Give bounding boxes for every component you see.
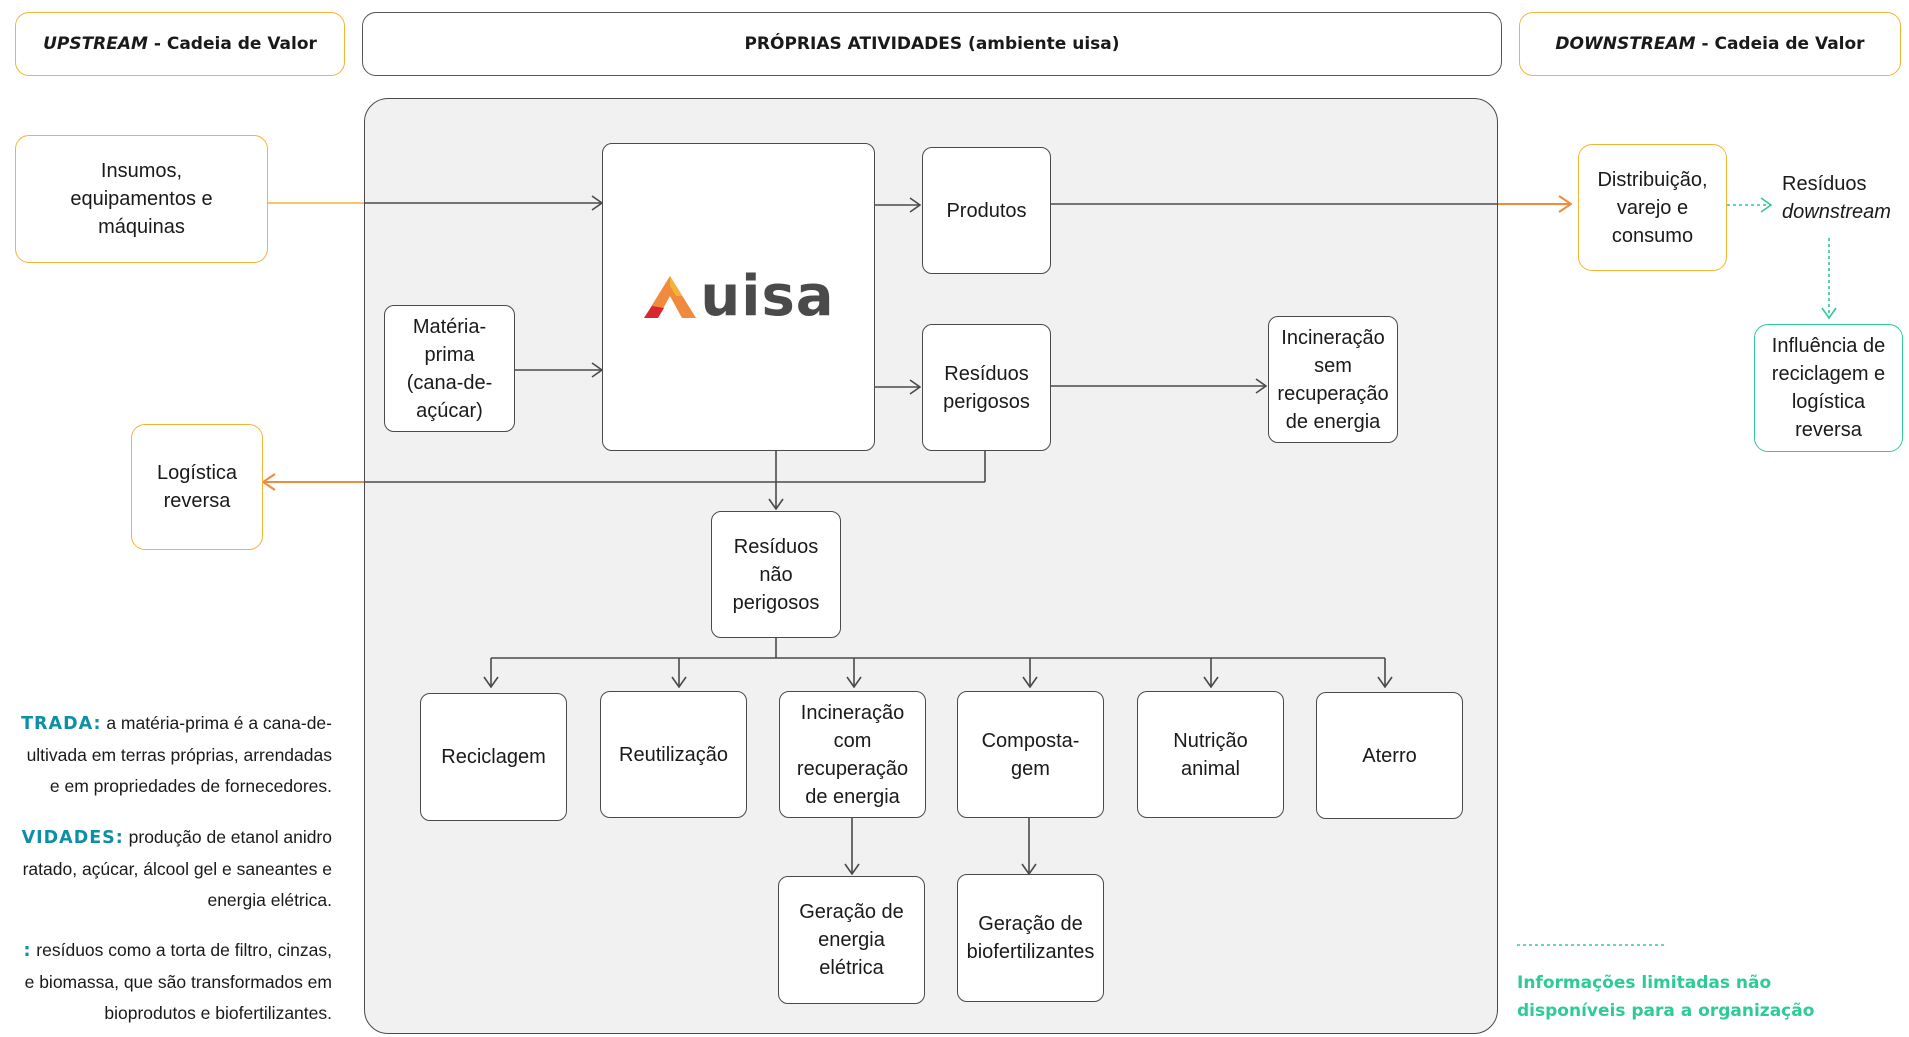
residuos-nao-perigosos-box: Resíduos não perigosos (711, 511, 841, 638)
downstream-header-rest: - Cadeia de Valor (1695, 34, 1865, 54)
nutricao-label: Nutrição animal (1173, 729, 1248, 780)
legend-text: Informações limitadas não disponíveis pa… (1517, 969, 1907, 1025)
logistica-reversa-box: Logística reversa (131, 424, 263, 550)
uisa-logo: uisa (642, 264, 835, 329)
legend-line1: Informações limitadas não (1517, 973, 1772, 993)
downstream-header-em: DOWNSTREAM (1555, 34, 1696, 54)
residuos-downstream-line1: Resíduos (1782, 173, 1867, 195)
residuos-perigosos-box: Resíduos perigosos (922, 324, 1051, 451)
note-entrada-line2: ultivada em terras próprias, arrendadas (26, 745, 332, 765)
nutricao-animal-box: Nutrição animal (1137, 691, 1284, 818)
legend-line2: disponíveis para a organização (1517, 1001, 1815, 1021)
upstream-header-rest: - Cadeia de Valor (147, 34, 317, 54)
uisa-logo-box: uisa (602, 143, 875, 451)
reciclagem-box: Reciclagem (420, 693, 567, 821)
compostagem-label: Composta-gem (981, 729, 1080, 780)
logistica-label: Logística reversa (156, 462, 238, 512)
note-entrada-label: TRADA: (21, 714, 102, 734)
note-saida-text: resíduos como a torta de filtro, cinzas, (31, 940, 332, 960)
produtos-label: Produtos (946, 199, 1027, 222)
upstream-header-em: UPSTREAM (43, 34, 148, 54)
uisa-logo-text: uisa (700, 264, 835, 329)
geracao-energia-label: Geração de energia elétrica (799, 901, 904, 979)
incineracao-sem-label: Incineração sem recuperação de energia (1277, 326, 1389, 433)
residuos-downstream-text: Resíduos downstream (1782, 170, 1891, 226)
own-header-end: ) (1111, 34, 1120, 54)
note-atividades-label: VIDADES: (21, 828, 124, 848)
produtos-box: Produtos (922, 147, 1051, 274)
downstream-header: DOWNSTREAM - Cadeia de Valor (1519, 12, 1901, 76)
upstream-header: UPSTREAM - Cadeia de Valor (15, 12, 345, 76)
reutilizacao-label: Reutilização (619, 743, 728, 766)
residuos-downstream-line2: downstream (1782, 201, 1891, 223)
note-saida-line3: bioprodutos e biofertilizantes. (104, 1003, 332, 1023)
own-activities-header: PRÓPRIAS ATIVIDADES (ambiente uisa ) (362, 12, 1502, 76)
incineracao-com-label: Incineração com recuperação de energia (796, 701, 909, 808)
residuos-nao-perigosos-label: Resíduos não perigosos (732, 535, 820, 614)
residuos-perigosos-label: Resíduos perigosos (943, 362, 1030, 413)
note-entrada-line3: e em propriedades de fornecedores. (49, 776, 332, 796)
aterro-label: Aterro (1362, 744, 1417, 767)
distribuicao-box: Distribuição, varejo e consumo (1578, 144, 1727, 271)
reutilizacao-box: Reutilização (600, 691, 747, 818)
note-entrada-text: a matéria-prima é a cana-de- (101, 713, 332, 733)
aterro-box: Aterro (1316, 692, 1463, 819)
note-saida-label: : (23, 941, 32, 961)
geracao-bio-label: Geração de biofertilizantes (966, 913, 1095, 963)
influencia-box: Influência de reciclagem e logística rev… (1754, 324, 1903, 452)
note-atividades-text: produção de etanol anidro (123, 827, 332, 847)
influencia-label: Influência de reciclagem e logística rev… (1771, 335, 1886, 441)
note-atividades-line3: energia elétrica. (207, 890, 332, 910)
materia-prima-box: Matéria-prima (cana-de-açúcar) (384, 305, 515, 432)
note-saida-line2: e biomassa, que são transformados em (24, 972, 332, 992)
compostagem-box: Composta-gem (957, 691, 1104, 818)
note-atividades: VIDADES: produção de etanol anidro ratad… (0, 822, 332, 916)
note-atividades-line2: ratado, açúcar, álcool gel e saneantes e (22, 859, 332, 879)
note-entrada: TRADA: a matéria-prima é a cana-de- ulti… (0, 708, 332, 802)
own-header-text: PRÓPRIAS ATIVIDADES (ambiente (744, 34, 1073, 54)
materia-label: Matéria-prima (cana-de-açúcar) (406, 315, 493, 422)
own-header-brand: uisa (1072, 34, 1112, 54)
note-saida: : resíduos como a torta de filtro, cinza… (0, 935, 332, 1029)
insumos-label: Insumos, equipamentos e máquinas (70, 160, 213, 238)
incineracao-com-box: Incineração com recuperação de energia (779, 691, 926, 818)
geracao-energia-box: Geração de energia elétrica (778, 876, 925, 1004)
uisa-logo-icon (644, 276, 697, 318)
geracao-biofertilizantes-box: Geração de biofertilizantes (957, 874, 1104, 1002)
reciclagem-label: Reciclagem (441, 746, 546, 768)
incineracao-sem-box: Incineração sem recuperação de energia (1268, 316, 1398, 443)
distribuicao-label: Distribuição, varejo e consumo (1597, 168, 1708, 247)
insumos-box: Insumos, equipamentos e máquinas (15, 135, 268, 263)
